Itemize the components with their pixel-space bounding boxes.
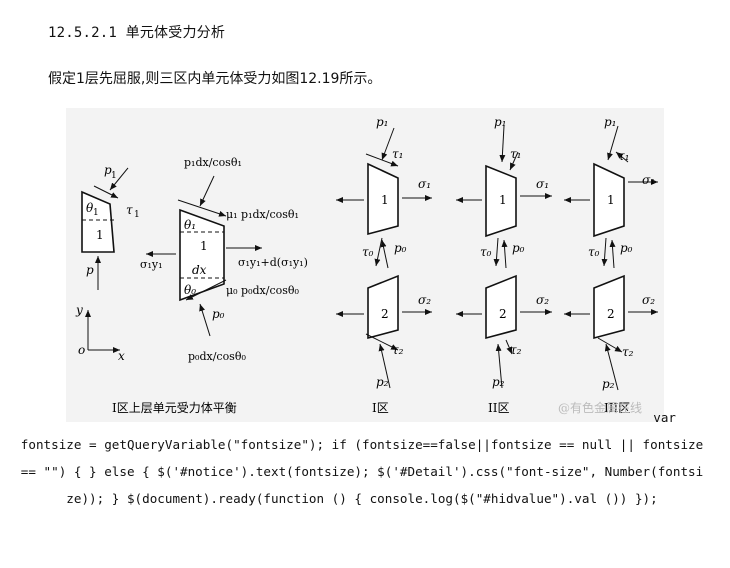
caption-zone1: I区 [372, 401, 389, 415]
zone2-block1: 1 [499, 193, 507, 207]
zone2-sigma2: σ₂ [536, 293, 549, 307]
zone1-tau1: τ₁ [392, 147, 403, 161]
zone2-p2: p₂ [492, 375, 505, 389]
axis-y-label: y [75, 303, 83, 317]
left-tau1-sub: 1 [134, 210, 140, 220]
caption-zone2: II区 [488, 401, 509, 415]
left-element: p 1 θ 1 τ 1 1 p [81, 163, 140, 290]
force-diagram: p 1 θ 1 τ 1 1 p y o x p₁dx/cosθ₁ [75, 115, 658, 415]
zone2-tau2: τ₂ [510, 343, 522, 357]
mid-left-force: σ₁y₁ [140, 258, 163, 271]
left-theta1-sub: 1 [93, 208, 99, 218]
zone1-tau0: τ₀ [362, 245, 374, 259]
zone2-sigma1: σ₁ [536, 177, 549, 191]
zone2-p1: p₁ [494, 115, 507, 129]
zone2-tau1: τ₁ [510, 147, 521, 161]
zone3-tau0: τ₀ [588, 245, 600, 259]
zone1-p1: p₁ [376, 115, 389, 129]
mid-mu-force: μ₁ p₁dx/cosθ₁ [226, 208, 299, 221]
watermark: @有色金属在线 [558, 400, 642, 415]
middle-element: p₁dx/cosθ₁ μ₁ p₁dx/cosθ₁ θ₁ 1 dx θ₀ σ₁y₁… [140, 156, 308, 363]
caption-zone-all: I区上层单元受力体平衡 [112, 401, 237, 415]
mid-dx: dx [192, 263, 207, 277]
zone1-sigma2: σ₂ [418, 293, 431, 307]
left-p-label: p [86, 263, 94, 277]
zone2-tau0: τ₀ [480, 245, 492, 259]
zone3-sigma2: σ₂ [642, 293, 655, 307]
zone2-p0: p₀ [512, 241, 525, 255]
axes: y o x [75, 303, 125, 363]
mid-bottom-force: p₀dx/cosθ₀ [188, 350, 246, 363]
zone3-p2: p₂ [602, 377, 615, 391]
left-theta1: θ [86, 201, 94, 215]
inline-script-text: var fontsize = getQueryVariable("fontsiz… [20, 404, 704, 512]
code-body: fontsize = getQueryVariable("fontsize");… [20, 437, 704, 506]
code-line-first: var [653, 410, 676, 425]
left-p1-sub: 1 [111, 171, 117, 181]
mid-block-label: 1 [200, 239, 208, 253]
zone3-tau2: τ₂ [622, 345, 634, 359]
zone1-p0: p₀ [394, 241, 407, 255]
axis-x-label: x [118, 349, 125, 363]
zone1-sigma1: σ₁ [418, 177, 431, 191]
mid-p0-label: p₀ [212, 307, 225, 321]
figure-12-19: p 1 θ 1 τ 1 1 p y o x p₁dx/cosθ₁ [66, 108, 664, 422]
zone3-tau1: τ₁ [618, 149, 629, 163]
zone3-block1: 1 [607, 193, 615, 207]
left-p1-label: p [104, 163, 112, 177]
zone2-block2: 2 [499, 307, 507, 321]
axis-origin-label: o [78, 343, 85, 357]
zone1-block1: 1 [381, 193, 389, 207]
caption-zone3: III区 [604, 401, 630, 415]
zone1-tau2: τ₂ [392, 343, 404, 357]
mid-mu0-force: μ₀ p₀dx/cosθ₀ [226, 284, 300, 297]
mid-theta0: θ₀ [184, 283, 196, 297]
paragraph: 假定1层先屈服,则三区内单元体受力如图12.19所示。 [48, 71, 382, 87]
mid-top-force: p₁dx/cosθ₁ [184, 156, 242, 169]
zone3-p1: p₁ [604, 115, 617, 129]
zone3-block2: 2 [607, 307, 615, 321]
zone3-p0: p₀ [620, 241, 633, 255]
mid-theta1: θ₁ [184, 218, 196, 232]
zone1-p2: p₂ [376, 375, 389, 389]
zone3-sigma1: σ₁ [642, 173, 655, 187]
zone-elements: 1 p₁ τ₁ σ₁ τ₀ p₀ 2 σ₂ τ₂ p₂ 1 p₁ τ₁ [336, 115, 658, 391]
zone1-block2: 2 [381, 307, 389, 321]
left-tau1: τ [126, 203, 133, 217]
left-block-label: 1 [96, 228, 104, 242]
section-heading: 12.5.2.1 单元体受力分析 [48, 25, 226, 41]
mid-right-force: σ₁y₁+d(σ₁y₁) [238, 256, 308, 269]
